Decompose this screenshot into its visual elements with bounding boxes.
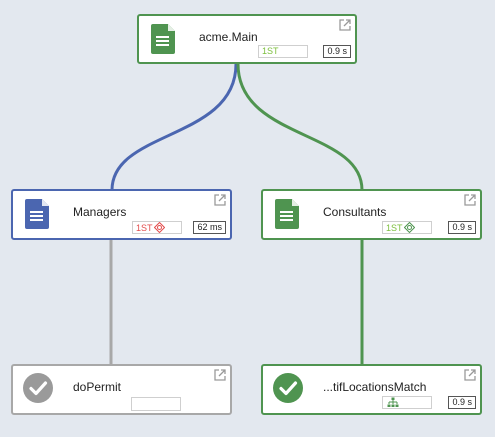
node-label: ...tifLocationsMatch — [323, 380, 427, 394]
document-icon — [151, 24, 175, 54]
node-managers[interactable]: Managers 1ST 62 ms — [11, 189, 232, 240]
hierarchy-badge — [382, 396, 432, 409]
open-external-icon[interactable] — [464, 194, 476, 206]
time-badge: 0.9 s — [448, 221, 476, 234]
document-icon — [25, 199, 49, 229]
check-icon — [273, 373, 303, 403]
deny-icon — [153, 222, 165, 233]
first-badge: 1ST — [258, 45, 308, 58]
first-badge-text: 1ST — [386, 223, 403, 233]
open-external-icon[interactable] — [214, 369, 226, 381]
hierarchy-icon — [387, 397, 399, 407]
open-external-icon[interactable] — [339, 19, 351, 31]
node-label: acme.Main — [199, 30, 258, 44]
first-badge: 1ST — [382, 221, 432, 234]
open-external-icon[interactable] — [464, 369, 476, 381]
node-locations-match[interactable]: ...tifLocationsMatch 0.9 s — [261, 364, 482, 415]
permit-icon — [403, 222, 415, 233]
time-badge: 62 ms — [193, 221, 226, 234]
node-consultants[interactable]: Consultants 1ST 0.9 s — [261, 189, 482, 240]
first-badge: 1ST — [132, 221, 182, 234]
node-label: doPermit — [73, 380, 122, 394]
node-acme-main[interactable]: acme.Main 1ST 0.9 s — [137, 14, 357, 64]
document-icon — [275, 199, 299, 229]
time-badge: 0.9 s — [448, 396, 476, 409]
check-icon — [23, 373, 53, 403]
first-badge-text: 1ST — [136, 223, 153, 233]
open-external-icon[interactable] — [214, 194, 226, 206]
edge-main-managers — [110, 63, 238, 191]
node-label: Managers — [73, 205, 127, 219]
time-badge: 0.9 s — [323, 45, 351, 58]
node-label: Consultants — [323, 205, 387, 219]
node-dopermit[interactable]: doPermit — [11, 364, 232, 415]
empty-status-bar — [131, 397, 181, 411]
edge-main-consultants — [236, 63, 364, 191]
